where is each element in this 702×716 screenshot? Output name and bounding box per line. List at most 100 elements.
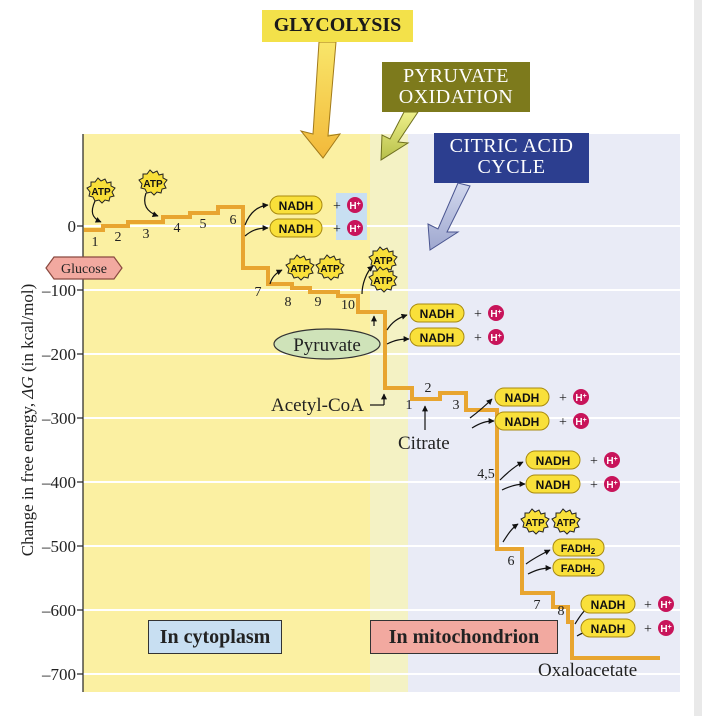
svg-text:NADH: NADH	[591, 622, 626, 636]
cac-fadh2-2: FADH2	[552, 558, 605, 577]
glycolysis-title-text: GLYCOLYSIS	[273, 14, 402, 36]
cac-atp-1: ATP	[520, 508, 550, 535]
svg-text:ATP: ATP	[373, 256, 393, 267]
glycolysis-step-6: 6	[230, 213, 237, 228]
glycolysis-step-1: 1	[92, 235, 99, 250]
glycolysis-step-5: 5	[200, 217, 207, 232]
citric-acid-cycle-title-line-1: CITRIC ACID	[449, 135, 574, 157]
svg-text:NADH: NADH	[505, 391, 540, 405]
cac-step-4-5: 4,5	[477, 467, 495, 482]
cac-h-plus-4: H+	[604, 476, 620, 492]
svg-text:H+: H+	[660, 624, 671, 635]
glycolysis-step-3: 3	[143, 227, 150, 242]
pyruvate-label: Pyruvate	[273, 328, 381, 360]
svg-text:ATP: ATP	[143, 179, 163, 190]
glucose-label: Glucose	[45, 256, 123, 280]
citrate-label: Citrate	[398, 433, 450, 454]
plus-sign: +	[644, 598, 652, 613]
pyruvate-oxidation-title-line-1: PYRUVATE	[403, 65, 509, 87]
right-edge-strip	[694, 0, 702, 716]
plus-sign: +	[590, 454, 598, 469]
cac-nadh-5: NADH	[580, 594, 636, 614]
svg-text:H+: H+	[575, 393, 586, 404]
mitochondrion-label-text: In mitochondrion	[388, 626, 540, 648]
glycolysis-step-7: 7	[255, 285, 262, 300]
svg-text:NADH: NADH	[536, 454, 571, 468]
glycolysis-step-4: 4	[174, 221, 181, 236]
cac-step-7: 7	[534, 598, 541, 613]
y-tick-label-600: –600	[41, 601, 76, 620]
svg-text:H+: H+	[660, 600, 671, 611]
plus-sign: +	[559, 391, 567, 406]
svg-text:NADH: NADH	[536, 478, 571, 492]
svg-text:H+: H+	[349, 201, 360, 212]
y-tick-label-400: –400	[41, 473, 76, 492]
svg-text:NADH: NADH	[591, 598, 626, 612]
plus-sign: +	[333, 222, 341, 237]
svg-text:H+: H+	[606, 456, 617, 467]
atp-produced-1: ATP	[285, 254, 315, 281]
atp-consumed-1: ATP	[86, 177, 116, 204]
svg-text:NADH: NADH	[420, 331, 455, 345]
plus-sign: +	[590, 478, 598, 493]
cac-nadh-3: NADH	[525, 450, 581, 470]
glycolysis-nadh-1: NADH	[269, 195, 323, 215]
svg-text:H+: H+	[490, 309, 501, 320]
svg-text:ATP: ATP	[91, 187, 111, 198]
cac-step-1: 1	[406, 398, 413, 413]
cytoplasm-label: In cytoplasm	[148, 620, 282, 654]
cac-nadh-6: NADH	[580, 618, 636, 638]
glycolysis-h-plus-2: H+	[347, 220, 363, 236]
glycolysis-step-2: 2	[115, 230, 122, 245]
pyruvate-oxidation-arrow	[380, 111, 419, 161]
acetyl-coa-label: Acetyl-CoA	[271, 395, 364, 416]
atp-produced-4: ATP	[368, 266, 398, 293]
cac-h-plus-6: H+	[658, 620, 674, 636]
citric-acid-cycle-arrow	[427, 182, 471, 251]
cac-step-8: 8	[558, 604, 565, 619]
svg-text:Glucose: Glucose	[61, 262, 107, 277]
y-axis-label: Change in free energy, ΔG (in kcal/mol)	[18, 284, 37, 556]
glycolysis-arrow	[299, 41, 342, 159]
cac-step-6: 6	[508, 554, 515, 569]
svg-text:NADH: NADH	[279, 222, 314, 236]
svg-text:ATP: ATP	[320, 264, 340, 275]
y-tick-label-100: –100	[41, 281, 76, 300]
svg-text:ATP: ATP	[290, 264, 310, 275]
svg-text:H+: H+	[490, 333, 501, 344]
pyruvate-oxidation-region	[370, 134, 408, 692]
svg-text:H+: H+	[349, 224, 360, 235]
cac-step-3: 3	[453, 398, 460, 413]
svg-text:NADH: NADH	[279, 199, 314, 213]
y-tick-label-300: –300	[41, 409, 76, 428]
svg-text:H+: H+	[606, 480, 617, 491]
y-tick-label-700: –700	[41, 665, 76, 684]
cac-h-plus-1: H+	[573, 389, 589, 405]
svg-text:ATP: ATP	[556, 518, 576, 529]
pyruvate-h-plus-2: H+	[488, 329, 504, 345]
atp-consumed-2: ATP	[138, 169, 168, 196]
svg-text:ATP: ATP	[373, 276, 393, 287]
citric-acid-cycle-title: CITRIC ACID CYCLE	[434, 133, 589, 183]
cac-h-plus-5: H+	[658, 596, 674, 612]
oxaloacetate-label: Oxaloacetate	[538, 660, 637, 681]
y-tick-label-500: –500	[41, 537, 76, 556]
plus-sign: +	[644, 622, 652, 637]
glycolysis-nadh-2: NADH	[269, 218, 323, 238]
glycolysis-h-plus-1: H+	[347, 197, 363, 213]
svg-text:H+: H+	[575, 417, 586, 428]
pyruvate-nadh-1: NADH	[409, 303, 465, 323]
plus-sign: +	[474, 307, 482, 322]
energy-staircase	[84, 205, 660, 660]
svg-text:FADH2: FADH2	[561, 563, 596, 576]
cac-nadh-1: NADH	[494, 387, 550, 407]
cac-h-plus-3: H+	[604, 452, 620, 468]
svg-text:NADH: NADH	[420, 307, 455, 321]
svg-text:FADH2: FADH2	[561, 543, 596, 556]
pyruvate-oxidation-title-line-2: OXIDATION	[398, 86, 514, 108]
cac-nadh-2: NADH	[494, 411, 550, 431]
plus-sign: +	[474, 331, 482, 346]
svg-text:ATP: ATP	[525, 518, 545, 529]
y-tick-label-0: 0	[68, 217, 77, 236]
